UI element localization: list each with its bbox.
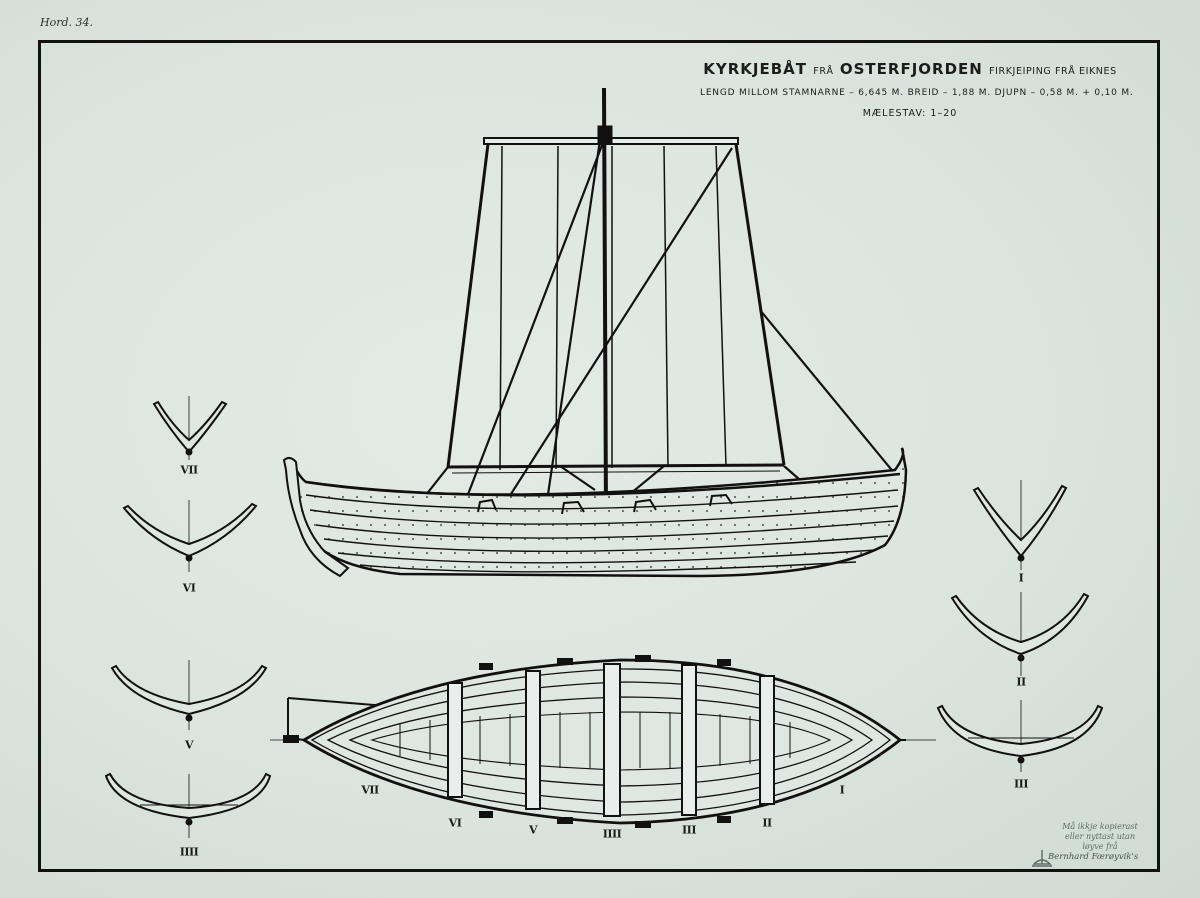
plan-label-stern: VII (361, 783, 379, 797)
section-iiii (104, 772, 272, 838)
section-label-vi: VI (182, 581, 196, 595)
plan-label-ii: II (762, 816, 772, 830)
plan-label-iiii: IIII (602, 827, 622, 841)
dimensions-line: LENGD MILLOM STAMNARNE – 6,645 M. BREID … (700, 88, 1134, 98)
section-label-iii: III (1014, 777, 1028, 791)
section-v (110, 660, 268, 730)
section-i (972, 480, 1068, 570)
section-iii (936, 700, 1104, 772)
floor-boards (399, 712, 791, 768)
title-block: KYRKJEBÅT FRÅ OSTERFJORDEN FIRKJEIPING F… (700, 60, 1134, 119)
hull-plan (301, 658, 903, 825)
title-place: OSTERFJORDEN (839, 60, 983, 78)
section-ii (950, 592, 1090, 676)
plan-label-bow: I (839, 783, 845, 797)
thwarts (447, 663, 775, 817)
plan-label-vi: VI (448, 816, 462, 830)
title-from: FRÅ (813, 66, 834, 77)
section-vii (152, 396, 228, 460)
title-type: FIRKJEIPING FRÅ EIKNES (989, 66, 1117, 77)
section-label-ii: II (1016, 675, 1026, 689)
section-label-i: I (1018, 571, 1024, 585)
plan-view (270, 655, 936, 828)
rowlocks (479, 655, 731, 828)
mast (602, 87, 608, 516)
side-elevation (282, 87, 908, 578)
plan-label-v: V (528, 823, 538, 837)
drawing-border (38, 40, 1160, 872)
copyright-stamp: Må ikkje kopierast eller nyttast utan lø… (1060, 822, 1140, 852)
stamp-line-1: Må ikkje kopierast (1062, 822, 1138, 831)
sheet-reference-note: Hord. 34. (40, 16, 94, 29)
section-label-v: V (184, 738, 194, 752)
stamp-line-2: eller nyttast utan (1065, 832, 1135, 841)
hull-side (282, 447, 908, 578)
plan-label-iii: III (682, 823, 696, 837)
sail (446, 143, 786, 474)
title-main: KYRKJEBÅT (703, 60, 808, 78)
scale-line: MÆLESTAV: 1–20 (862, 108, 958, 119)
section-vi (122, 500, 258, 572)
section-label-vii: VII (180, 463, 198, 477)
sail-seams (499, 145, 727, 471)
signature: Bernhard Færøyvik's (1048, 852, 1139, 862)
stamp-line-3: løyve frå (1082, 842, 1118, 851)
drawing-title: KYRKJEBÅT FRÅ OSTERFJORDEN FIRKJEIPING F… (700, 60, 1120, 78)
rigging (417, 139, 896, 516)
seal-icon (1032, 850, 1052, 867)
section-label-iiii: IIII (179, 845, 199, 859)
